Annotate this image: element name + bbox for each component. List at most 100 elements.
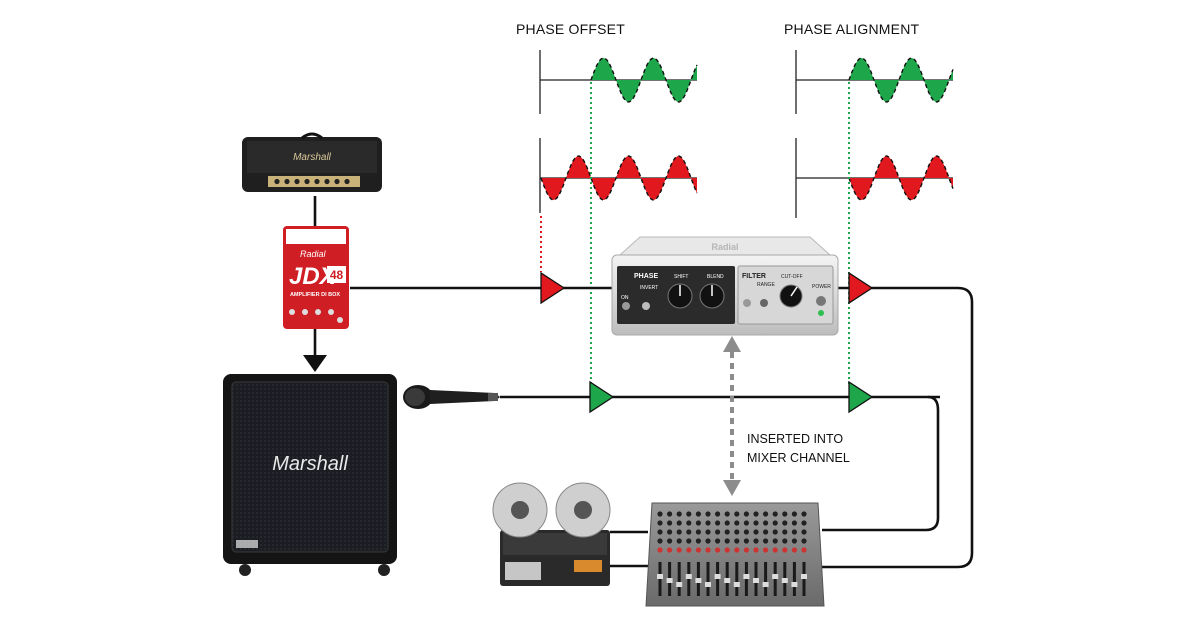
mixer-fader-cap	[791, 582, 798, 587]
double-headed-arrow-icon	[723, 336, 741, 496]
mixer-fader-track	[735, 562, 739, 596]
mixer-knob	[782, 529, 788, 535]
mixer-knob	[715, 511, 721, 517]
di-model-number: 48	[330, 268, 344, 282]
mixer-knob	[724, 538, 730, 544]
arrow-down-icon	[303, 355, 327, 372]
shift-label: SHIFT	[674, 274, 688, 280]
phaser-brand: Radial	[711, 242, 738, 252]
mixer-knob	[705, 520, 711, 526]
mixer-knob	[734, 520, 740, 526]
mixer-knob	[763, 529, 769, 535]
mixer-knob	[686, 520, 692, 526]
range-label: RANGE	[757, 282, 775, 288]
blend-label: BLEND	[707, 274, 724, 280]
mixer-knob	[772, 520, 778, 526]
mixer-knob	[657, 538, 663, 544]
mixer-knob	[782, 538, 788, 544]
mixer-fader-track	[706, 562, 710, 596]
mixer-knob	[801, 511, 807, 517]
mixer-knob	[734, 547, 740, 553]
mixer-knob	[724, 529, 730, 535]
mixer-knob	[743, 520, 750, 526]
alTop-fill	[849, 58, 953, 102]
mixer-knob	[686, 529, 692, 535]
mixer-knob	[763, 520, 769, 526]
mixer-knob	[743, 529, 750, 535]
mixer-knob	[686, 538, 692, 544]
mixer-knob	[695, 547, 702, 553]
mixer-fader-cap	[657, 574, 663, 579]
mixer-knob	[695, 511, 702, 517]
mixer-knob	[705, 529, 711, 535]
reel-to-reel-deck	[492, 482, 611, 586]
offBot-fill	[541, 156, 697, 200]
mixer-knob	[695, 520, 702, 526]
mixer-knob	[676, 511, 682, 517]
offset-bottom-wave	[540, 155, 698, 201]
mixer-fader-cap	[772, 574, 779, 579]
mixer-knob	[791, 529, 798, 535]
di-brand: Radial	[300, 249, 327, 259]
mixer-knob	[753, 520, 759, 526]
mixer-fader-cap	[781, 578, 788, 583]
mixer-fader-cap	[676, 582, 683, 587]
mixer-fader-track	[764, 562, 768, 596]
mixer-knob	[724, 511, 730, 517]
mixer-knob	[676, 529, 682, 535]
mixer-knob	[753, 511, 759, 517]
inserted-line-2: MIXER CHANNEL	[747, 451, 850, 465]
mixer-knob	[753, 529, 759, 535]
mixer-knob	[657, 529, 663, 535]
mixer-knob	[801, 520, 807, 526]
mixer-knob	[743, 511, 750, 517]
mixer-knob	[801, 529, 807, 535]
filter-label: FILTER	[742, 273, 766, 280]
mixer-knob	[667, 547, 673, 553]
phase-alignment-label: PHASE ALIGNMENT	[784, 21, 920, 37]
mixer-knob	[763, 547, 769, 553]
mixer-knob	[705, 511, 711, 517]
mixer-knob	[772, 511, 778, 517]
mixer-knob	[686, 511, 692, 517]
mixer-fader-cap	[714, 574, 721, 579]
mixer-knob	[676, 538, 682, 544]
mixer-knob	[782, 547, 788, 553]
green-triangle-icon	[589, 380, 615, 414]
di-subtitle: AMPLIFIER DI BOX	[290, 292, 340, 298]
alBot-fill	[849, 156, 953, 200]
amp-head: Marshall	[242, 132, 382, 192]
phase-offset-label: PHASE OFFSET	[516, 21, 625, 37]
mixer-knob	[676, 547, 682, 553]
mixer-knob	[724, 547, 730, 553]
mixer-knob	[695, 529, 702, 535]
signal-markers	[540, 271, 874, 414]
mixer-knob	[657, 520, 663, 526]
amp-head-logo: Marshall	[293, 152, 332, 163]
mixer-fader-track	[792, 562, 796, 596]
green-triangle-icon	[848, 380, 874, 414]
mixer-fader-cap	[733, 582, 740, 587]
mixer-knob	[705, 538, 711, 544]
jdx48-di-box: Radial JDX 48 AMPLIFIER DI BOX	[283, 226, 349, 329]
mixer-knob	[772, 547, 778, 553]
mixer-fader-cap	[753, 578, 759, 583]
mixer-fader-cap	[666, 578, 673, 583]
mixer-knob	[715, 538, 721, 544]
mixer-knob	[791, 520, 798, 526]
guide-lines	[540, 82, 850, 385]
mixer-knob	[724, 520, 730, 526]
mixer-knob	[657, 511, 663, 517]
speaker-cabinet: Marshall	[223, 374, 397, 576]
phase-alignment-waveforms	[795, 50, 954, 218]
mixer-fader-cap	[801, 574, 807, 579]
mixer-fader-cap	[743, 574, 750, 579]
mixer-fader-cap	[724, 578, 731, 583]
mixer-knob	[695, 538, 702, 544]
mixer-knob	[801, 538, 807, 544]
phase-offset-waveforms	[539, 50, 698, 213]
mixer-knob	[763, 538, 769, 544]
offTop-fill	[591, 58, 697, 102]
